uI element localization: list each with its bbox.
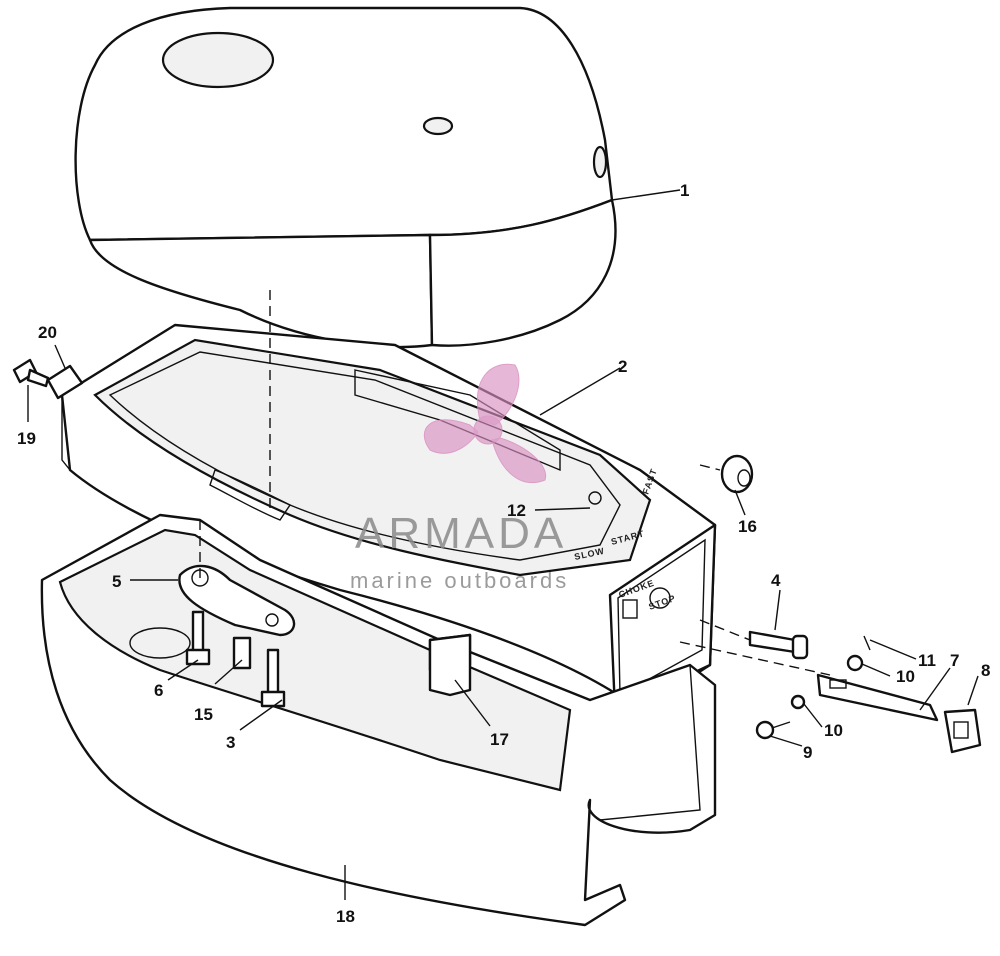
lever-7 — [816, 673, 939, 722]
callout-6: 6 — [154, 681, 163, 700]
bolt-6 — [185, 610, 211, 666]
callout-19: 19 — [17, 429, 36, 448]
callout-20: 20 — [38, 323, 57, 342]
callout-9: 9 — [803, 743, 812, 762]
callout-3: 3 — [226, 733, 235, 752]
callout-1: 1 — [680, 181, 689, 200]
callout-17: 17 — [490, 730, 509, 749]
propeller-logo-icon — [423, 363, 547, 484]
callout-15: 15 — [194, 705, 213, 724]
callout-10-lower: 10 — [824, 721, 843, 740]
bracket-17 — [428, 633, 472, 697]
pin-9 — [755, 720, 791, 740]
pin-11 — [863, 635, 871, 651]
alignment-line-lever — [679, 641, 831, 676]
washer-10-lower — [790, 694, 806, 710]
knob-16 — [720, 454, 754, 494]
bolt-15 — [232, 636, 252, 670]
callout-5: 5 — [112, 572, 121, 591]
lower-motor-cover: SLOW START FAST CHOKE STOP — [60, 323, 717, 712]
watermark-brand: ARMADA — [355, 509, 567, 558]
callout-16: 16 — [738, 517, 757, 536]
watermark-tagline: marine outboards — [350, 568, 569, 593]
decal-20 — [46, 364, 84, 400]
screw-19 — [12, 358, 50, 388]
alignment-line-bolt — [699, 619, 751, 641]
armada-watermark: ARMADA marine outboards — [350, 363, 569, 593]
callout-2: 2 — [618, 357, 627, 376]
bolt-4 — [748, 630, 809, 660]
alignment-line-knob — [699, 464, 721, 471]
washer-10-upper — [846, 654, 864, 672]
clip-8 — [943, 708, 982, 754]
callout-7: 7 — [950, 651, 959, 670]
mounting-plate — [178, 564, 296, 637]
callout-10-upper: 10 — [896, 667, 915, 686]
callout-11: 11 — [918, 651, 936, 670]
callout-4: 4 — [771, 571, 781, 590]
callout-18: 18 — [336, 907, 355, 926]
callout-12: 12 — [507, 501, 526, 520]
motor-cover — [74, 6, 617, 349]
callout-8: 8 — [981, 661, 990, 680]
